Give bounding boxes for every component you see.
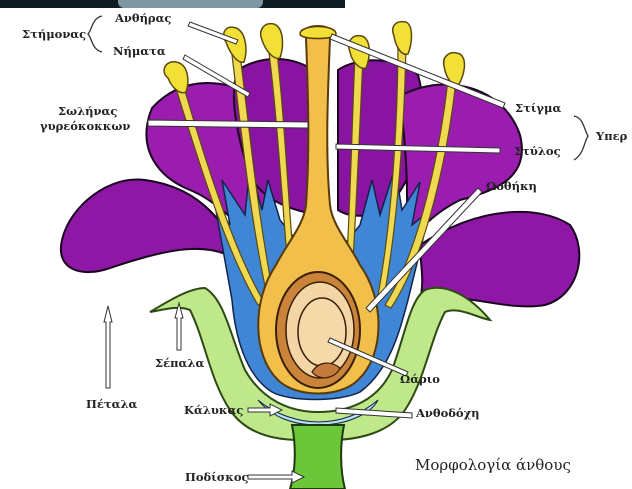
label-pollen-tube-line2: γυρεόκοκκων	[40, 120, 130, 133]
label-petals: Πέταλα	[86, 398, 137, 411]
label-anther: Ανθήρας	[115, 12, 171, 25]
pistil-brace	[574, 116, 588, 160]
arrow-sepals	[175, 303, 183, 350]
label-style: Στύλος	[514, 145, 561, 158]
label-sepals: Σέπαλα	[155, 357, 204, 370]
label-calyx: Κάλυκας	[184, 404, 243, 417]
arrow-petals	[104, 306, 112, 388]
ovule-inner	[298, 298, 346, 366]
label-filaments: Νήματα	[113, 45, 166, 58]
label-ovary: Ωοθήκη	[486, 180, 537, 193]
label-pistil: Υπερ	[596, 130, 627, 143]
label-stigma: Στίγμα	[515, 102, 561, 115]
diagram-title: Μορφολογία άνθους	[415, 456, 571, 474]
arrow-peduncle	[248, 471, 304, 483]
label-pollen-tube: Σωλήνας	[58, 105, 117, 118]
label-peduncle: Ποδίσκος	[185, 471, 249, 484]
label-stamens: Στήμονας	[22, 28, 86, 41]
arrow-pollen-tube	[148, 120, 308, 128]
stamen-brace	[88, 16, 102, 52]
label-receptacle: Ανθοδόχη	[416, 407, 480, 420]
label-ovule: Ωάριο	[400, 373, 440, 386]
